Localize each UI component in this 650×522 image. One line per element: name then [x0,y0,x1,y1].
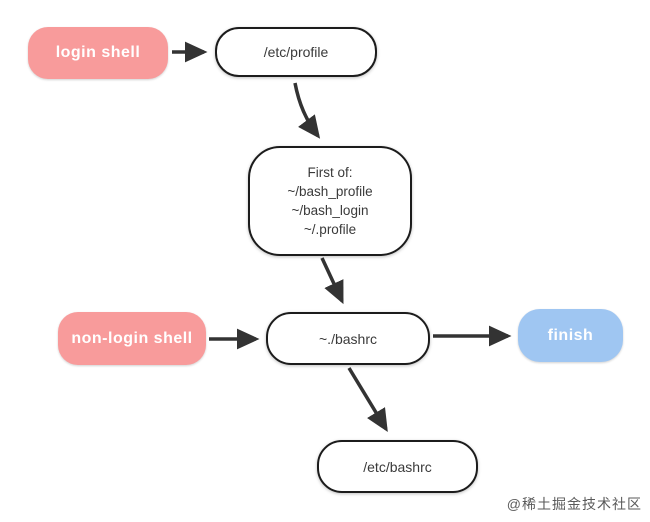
watermark: @稀土掘金技术社区 [506,496,642,512]
node-etc-bashrc: /etc/bashrc [317,440,478,493]
node-login-shell: login shell [28,27,168,79]
node-bashrc: ~./bashrc [266,312,430,365]
node-first-of-line-4: ~/.profile [303,222,357,237]
node-etc-profile-label: /etc/profile [263,44,329,60]
node-first-of-line-2: ~/bash_profile [287,184,373,199]
node-etc-profile: /etc/profile [215,27,377,77]
node-etc-bashrc-label: /etc/bashrc [363,458,432,475]
node-first-of: First of: ~/bash_profile ~/bash_login ~/… [248,146,412,256]
node-first-of-line-3: ~/bash_login [291,203,369,218]
node-login-shell-label: login shell [55,44,141,61]
node-finish-label: finish [547,326,594,344]
edge-etc-profile-to-first-of [293,82,321,139]
node-finish: finish [518,309,623,362]
edge-bashrc-to-etc-bashrc [347,367,388,432]
edge-first-of-to-bashrc [320,257,344,305]
node-non-login-shell: non-login shell [58,312,206,365]
node-non-login-shell-label: non-login shell [71,329,193,347]
node-bashrc-label: ~./bashrc [319,330,377,347]
node-first-of-line-1: First of: [307,165,353,180]
